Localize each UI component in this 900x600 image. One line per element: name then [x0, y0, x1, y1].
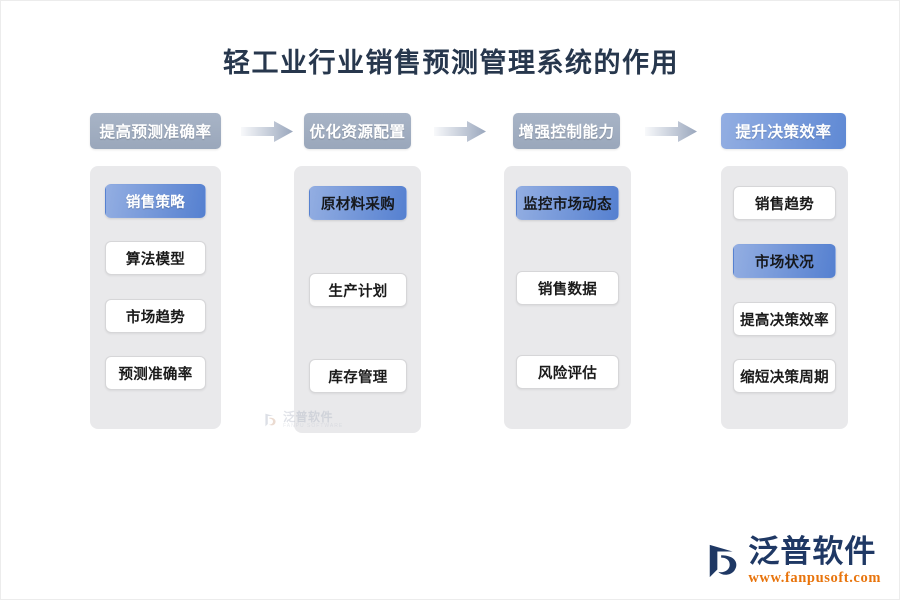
list-item-label: 原材料采购 [321, 196, 395, 213]
list-item[interactable]: 原材料采购 [309, 186, 407, 220]
watermark-name-en: FANPU SOFTWARE [283, 423, 344, 429]
list-item-label: 提高决策效率 [740, 312, 829, 329]
right-arrow-icon-3 [645, 121, 697, 142]
list-item-label: 销售数据 [537, 281, 598, 298]
stage-header-1-label: 提高预测准确率 [99, 124, 212, 141]
list-item[interactable]: 库存管理 [309, 359, 407, 393]
stage-header-4[interactable]: 提升决策效率 [721, 113, 846, 149]
stage-header-1[interactable]: 提高预测准确率 [90, 113, 221, 149]
logo-name-cn: 泛普软件 [748, 533, 877, 570]
list-item[interactable]: 提高决策效率 [733, 302, 836, 336]
list-item-label: 库存管理 [328, 369, 388, 386]
stage-header-2[interactable]: 优化资源配置 [304, 113, 411, 149]
list-item-label: 市场趋势 [125, 309, 186, 326]
list-item[interactable]: 生产计划 [309, 273, 407, 307]
list-item[interactable]: 预测准确率 [105, 356, 206, 390]
list-item-label: 预测准确率 [118, 366, 193, 383]
list-item[interactable]: 市场状况 [733, 244, 836, 278]
stage-panel-1: 销售策略 算法模型 市场趋势 预测准确率 [90, 166, 221, 429]
list-item[interactable]: 市场趋势 [105, 299, 206, 333]
list-item-label: 销售策略 [125, 194, 186, 211]
list-item-label: 市场状况 [754, 254, 815, 271]
logo-url: www.fanpusoft.com [748, 569, 881, 586]
stage-header-4-label: 提升决策效率 [735, 124, 832, 141]
stage-panel-2: 原材料采购 生产计划 库存管理 [294, 166, 421, 433]
stage-panel-3: 监控市场动态 销售数据 风险评估 [504, 166, 631, 429]
stage-panel-4: 销售趋势 市场状况 提高决策效率 缩短决策周期 [721, 166, 848, 429]
watermark-name-cn: 泛普软件 [283, 410, 334, 424]
list-item-label: 风险评估 [537, 365, 598, 382]
fanpu-logo-icon [710, 544, 737, 578]
page-title: 轻工业行业销售预测管理系统的作用 [223, 48, 679, 78]
stage-header-3-label: 增强控制能力 [518, 124, 615, 141]
list-item-label: 生产计划 [328, 283, 388, 300]
list-item[interactable]: 缩短决策周期 [733, 359, 836, 393]
stage-header-row: 提高预测准确率 优化资源配置 [1, 113, 900, 153]
list-item[interactable]: 销售策略 [105, 184, 206, 218]
list-item[interactable]: 风险评估 [516, 355, 619, 389]
list-item-label: 销售趋势 [754, 196, 815, 213]
stage-header-2-label: 优化资源配置 [309, 124, 406, 141]
fanpu-logo-icon [265, 413, 276, 427]
list-item-label: 算法模型 [125, 251, 186, 268]
watermark: 泛普软件 FANPU SOFTWARE [263, 411, 343, 429]
right-arrow-icon-1 [241, 121, 293, 142]
list-item[interactable]: 监控市场动态 [516, 186, 619, 220]
stage-header-3[interactable]: 增强控制能力 [513, 113, 620, 149]
brand-logo: 泛普软件 www.fanpusoft.com [705, 533, 881, 586]
list-item-label: 监控市场动态 [523, 196, 612, 213]
list-item[interactable]: 销售数据 [516, 271, 619, 305]
right-arrow-icon-2 [434, 121, 486, 142]
list-item[interactable]: 销售趋势 [733, 186, 836, 220]
list-item-label: 缩短决策周期 [740, 369, 829, 386]
list-item[interactable]: 算法模型 [105, 241, 206, 275]
